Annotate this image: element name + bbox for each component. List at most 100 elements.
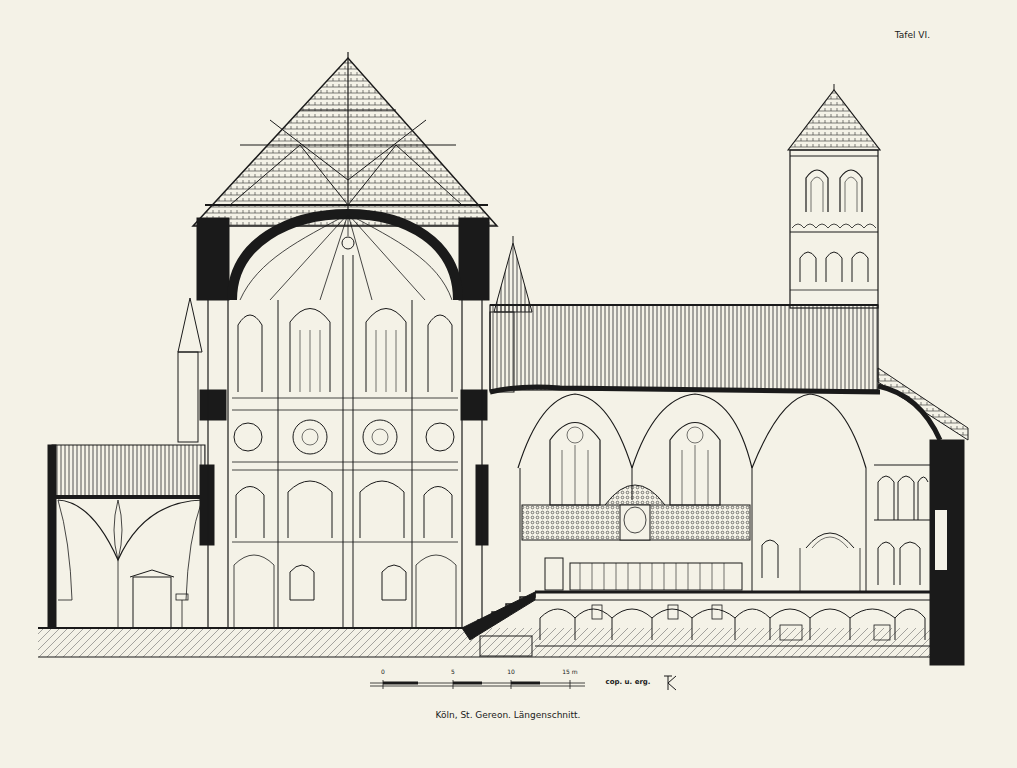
decagon-roof-part bbox=[230, 145, 462, 205]
decagon-part bbox=[200, 390, 226, 420]
tower-part bbox=[788, 90, 880, 150]
sacristy-part bbox=[58, 600, 72, 601]
decagon-roof-part bbox=[205, 204, 488, 206]
decagon-part bbox=[232, 470, 458, 471]
choir-part bbox=[860, 548, 861, 592]
scale-bar-part bbox=[370, 683, 585, 684]
plate-number: Tafel VI. bbox=[895, 31, 930, 41]
sacristy-part bbox=[130, 570, 174, 577]
sacristy-part bbox=[58, 500, 202, 560]
decagon-part bbox=[238, 315, 262, 392]
apse-part bbox=[878, 386, 940, 440]
decagon-part bbox=[412, 300, 413, 628]
scale-bar bbox=[370, 680, 585, 689]
decagon-roof-part bbox=[270, 120, 426, 180]
decagon-part bbox=[342, 237, 354, 249]
decagon-roof-part bbox=[300, 110, 396, 111]
sacristy-part bbox=[52, 445, 205, 497]
decagon-part bbox=[207, 300, 208, 628]
decagon-part bbox=[288, 481, 332, 538]
spires-part bbox=[178, 352, 198, 442]
monogram-part bbox=[664, 676, 676, 690]
apse-part bbox=[878, 542, 920, 585]
decagon-roof-part bbox=[240, 144, 456, 145]
decagon-part bbox=[232, 398, 458, 399]
caption: Köln, St. Gereon. Längenschnitt. bbox=[436, 711, 581, 721]
decagon-part bbox=[372, 429, 388, 445]
apse-part bbox=[930, 440, 964, 665]
stairs-and-crypt-part bbox=[712, 605, 722, 619]
choir-part bbox=[580, 563, 724, 590]
choir-part bbox=[490, 304, 878, 306]
decagon-part bbox=[290, 565, 314, 600]
decagon-part bbox=[232, 462, 458, 463]
decagon-part bbox=[232, 214, 458, 300]
sacristy-part bbox=[133, 577, 171, 628]
tower bbox=[788, 84, 880, 308]
decagon-roof-part bbox=[193, 58, 497, 226]
ground-part bbox=[38, 627, 470, 629]
choir-part bbox=[682, 445, 708, 505]
spires-part bbox=[178, 298, 202, 352]
choir-part bbox=[752, 468, 753, 592]
decagon-part bbox=[240, 214, 452, 300]
choir-part bbox=[522, 505, 750, 540]
scale-bar-part bbox=[383, 682, 540, 685]
choir-part bbox=[800, 548, 801, 592]
decagon-part bbox=[200, 465, 214, 545]
stairs-and-crypt-part bbox=[592, 605, 602, 619]
choir-part bbox=[562, 445, 588, 505]
tower-part bbox=[800, 252, 868, 282]
stairs-and-crypt-part bbox=[540, 609, 925, 640]
tower-part bbox=[792, 224, 876, 228]
decagon-part bbox=[343, 255, 344, 628]
decagon-part bbox=[232, 410, 458, 411]
sacristy-part bbox=[48, 445, 56, 628]
sacristy-part bbox=[58, 500, 202, 600]
choir-part bbox=[605, 485, 665, 505]
apse bbox=[874, 368, 968, 665]
stairs-and-crypt-part bbox=[668, 605, 678, 619]
choir-part bbox=[490, 387, 880, 392]
sacristy-part bbox=[52, 495, 205, 499]
tower-part bbox=[834, 84, 835, 90]
decagon-part bbox=[426, 423, 454, 451]
choir-part bbox=[806, 533, 854, 548]
tower-part bbox=[790, 150, 878, 308]
tower-part bbox=[790, 232, 878, 233]
apse-part bbox=[878, 368, 968, 440]
choir-part bbox=[624, 507, 646, 533]
choir bbox=[490, 305, 935, 592]
sacristy-part bbox=[176, 594, 188, 600]
choir-part bbox=[762, 540, 778, 578]
apse-part bbox=[878, 476, 928, 520]
decagon-part bbox=[232, 542, 458, 543]
choir-part bbox=[752, 394, 866, 468]
scale-bar-part bbox=[370, 686, 585, 687]
decagon-roof-part bbox=[347, 52, 348, 215]
decagon-part bbox=[234, 555, 274, 628]
decagon bbox=[197, 214, 489, 628]
ground-part bbox=[38, 657, 930, 658]
choir-part bbox=[567, 427, 583, 443]
choir-part bbox=[670, 423, 720, 506]
ground bbox=[38, 628, 933, 657]
decagon-part bbox=[227, 300, 228, 628]
decagon-part bbox=[416, 555, 456, 628]
choir-part bbox=[620, 505, 650, 540]
decagon-part bbox=[428, 315, 452, 392]
tower-part bbox=[790, 156, 878, 157]
choir-part bbox=[866, 468, 867, 592]
stairs-and-crypt-part bbox=[480, 636, 532, 656]
choir-part bbox=[520, 468, 521, 592]
apse-part bbox=[874, 465, 930, 466]
spires bbox=[178, 236, 532, 442]
decagon-part bbox=[302, 429, 318, 445]
choir-part bbox=[550, 423, 600, 506]
choir-part bbox=[687, 427, 703, 443]
choir-part bbox=[545, 558, 563, 590]
scale-bar-part bbox=[383, 680, 570, 689]
decagon-part bbox=[366, 309, 406, 393]
